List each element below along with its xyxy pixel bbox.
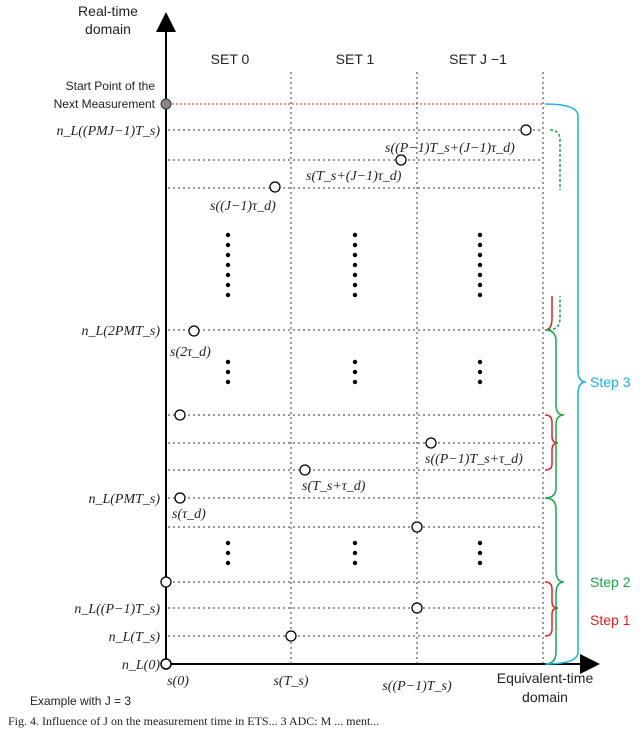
left-label-p1: n_L((P−1)T_s) <box>74 602 160 617</box>
y-axis-title-2: domain <box>85 21 131 37</box>
start-point-label-1: Start Point of the <box>66 79 156 93</box>
example-note: Example with J = 3 <box>30 694 131 708</box>
left-label-pmj: n_L((PMJ−1)T_s) <box>56 124 160 139</box>
bottom-label-sp1: s((P−1)T_s) <box>382 679 452 694</box>
left-label-pm: n_L(PMT_s) <box>88 492 160 507</box>
step2-partial-braces <box>547 129 561 331</box>
x-axis-title-1: Equivalent-time <box>497 670 594 686</box>
left-label-zero: n_L(0) <box>122 658 160 673</box>
left-label-2pm: n_L(2PMT_s) <box>81 324 160 339</box>
bottom-label-sts: s(T_s) <box>273 674 308 689</box>
y-axis-title-1: Real-time <box>78 3 138 19</box>
step3-label: Step 3 <box>590 374 631 390</box>
set-separators <box>290 72 544 664</box>
sample-label-3: s((J−1)τ_d) <box>210 199 276 214</box>
sample-points <box>160 124 532 642</box>
ellipsis-dots <box>225 232 483 566</box>
set-label-0: SET 0 <box>211 51 250 67</box>
sample-label-1: s((P−1)T_s+(J−1)τ_d) <box>385 141 515 156</box>
figure-caption: Fig. 4. Influence of J on the measuremen… <box>8 714 380 728</box>
step1-label: Step 1 <box>590 612 631 628</box>
sample-label-2: s(T_s+(J−1)τ_d) <box>306 169 402 184</box>
set-label-1: SET 1 <box>336 51 375 67</box>
left-label-ts: n_L(T_s) <box>109 630 161 645</box>
start-point-marker <box>160 98 172 110</box>
sample-label-5: s((P−1)T_s+τ_d) <box>425 452 523 467</box>
step2-label: Step 2 <box>590 574 631 590</box>
sample-label-7: s(τ_d) <box>172 507 206 522</box>
x-axis-title-2: domain <box>522 689 568 705</box>
origin-marker <box>160 658 172 670</box>
step3-brace <box>544 103 587 665</box>
set-label-j: SET J −1 <box>449 51 507 67</box>
sample-label-4: s(2τ_d) <box>170 345 211 360</box>
bottom-label-s0: s(0) <box>167 674 189 689</box>
step2-braces <box>544 329 565 665</box>
sample-label-6: s(T_s+τ_d) <box>302 479 366 494</box>
start-point-label-2: Next Measurement <box>54 97 156 111</box>
